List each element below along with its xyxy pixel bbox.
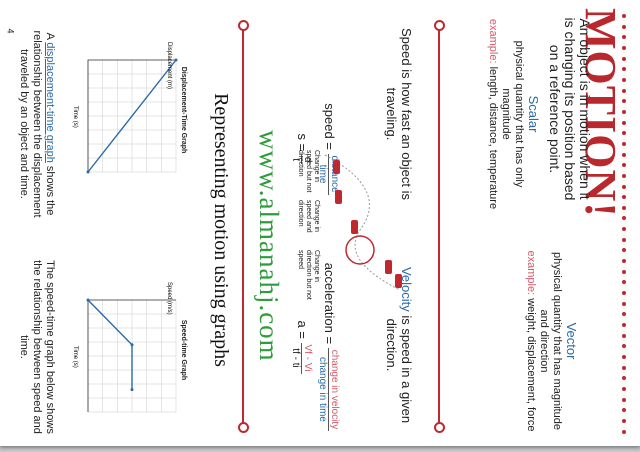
- vector-block: Vector physical quantity that has magnit…: [524, 246, 579, 436]
- x-axis-label: Time (s): [72, 346, 78, 368]
- data-point: [86, 170, 90, 174]
- car-note-c: Change in direction but not speed: [297, 250, 320, 300]
- series-line: [87, 59, 177, 173]
- y-axis-label: Displacement (m): [166, 42, 172, 89]
- divider-knob: [238, 422, 249, 433]
- vector-text: physical quantity that has magnitude and…: [538, 252, 563, 430]
- data-point: [130, 388, 134, 392]
- divider-rod-2: [242, 24, 244, 428]
- vector-heading: Vector: [564, 322, 579, 360]
- x-axis-label: Time (s): [72, 106, 78, 128]
- section-heading: Representing motion using graphs: [210, 93, 232, 367]
- speed-time-chart: Speed-time Graph Speed (m/s)Time (s): [70, 280, 190, 420]
- data-point: [86, 298, 90, 302]
- car-illustration: Change in speed but not direction Change…: [297, 150, 420, 300]
- displacement-time-description: A displacement-time graph shows the rela…: [18, 30, 56, 218]
- divider-knob: [434, 20, 445, 31]
- divider-knob: [238, 20, 249, 31]
- scalar-heading: Scalar: [526, 95, 541, 133]
- watermark-url: www.almanahj.com: [254, 130, 284, 362]
- y-axis-label: Speed (m/s): [166, 282, 172, 315]
- intro-text: An object is in motion when it is changi…: [547, 17, 593, 201]
- divider-knob: [434, 422, 445, 433]
- displacement-time-plot: Displacement (m) Time (s): [72, 42, 178, 174]
- scalar-text: physical quantity that has only magnitud…: [500, 40, 525, 188]
- divider-rod-1: [438, 24, 440, 428]
- scalar-example: example: length, distance, temperature: [487, 18, 499, 210]
- vector-example: example: weight, displacement, force: [525, 250, 537, 432]
- car-diagram-icon: [324, 154, 402, 291]
- scalar-block: Scalar physical quantity that has only m…: [486, 14, 541, 214]
- data-point: [130, 343, 134, 347]
- series-line: [87, 299, 133, 390]
- car-note-b: Change in speed and direction: [297, 200, 320, 233]
- displacement-time-chart: Displacement-Time Graph Displacement (m)…: [70, 40, 190, 180]
- car-note-a: Change in speed but not direction: [297, 150, 320, 193]
- chart-axes: [87, 59, 176, 172]
- speed-time-description: The speed-time graph below shows the rel…: [18, 260, 56, 434]
- data-point: [174, 58, 178, 62]
- speed-time-plot: Speed (m/s) Time (s): [72, 282, 177, 413]
